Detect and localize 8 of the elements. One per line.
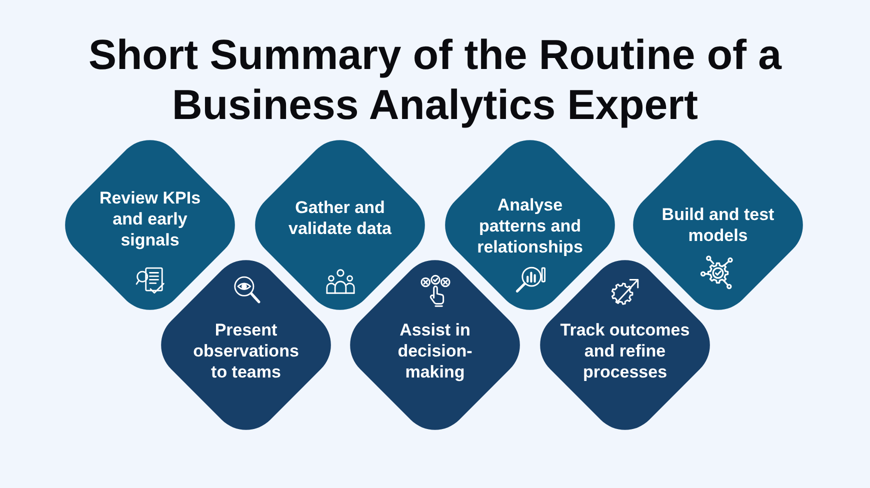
step-label: Analyse patterns and relationships <box>476 194 584 258</box>
step-label: Build and test models <box>661 204 775 246</box>
step-label: Gather and validate data <box>288 197 392 239</box>
step-label: Review KPIs and early signals <box>98 188 202 250</box>
step-label: Assist in decision-making <box>397 320 473 382</box>
step-label: Present observations to teams <box>192 320 300 382</box>
step-label: Track outcomes and refine processes <box>560 320 690 382</box>
title: Short Summary of the Routine of a Business Analytics Expert <box>88 30 782 130</box>
